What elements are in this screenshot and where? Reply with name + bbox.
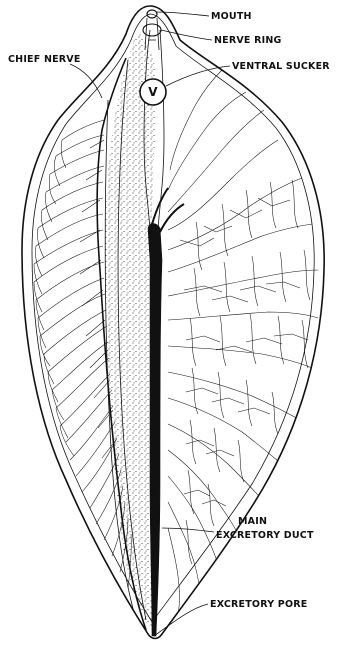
label-excretory-pore: EXCRETORY PORE	[210, 599, 307, 610]
label-main-duct-line1: MAIN	[238, 516, 267, 527]
label-main-duct-line2: EXCRETORY DUCT	[216, 530, 314, 541]
ventral-sucker-letter: V	[148, 85, 158, 99]
label-mouth: MOUTH	[211, 11, 252, 22]
main-duct-leader	[162, 528, 214, 532]
chief-nerve-leader	[70, 64, 102, 98]
label-nerve-ring: NERVE RING	[214, 35, 282, 46]
nerve-ring-leader	[161, 30, 212, 40]
label-chief-nerve: CHIEF NERVE	[8, 54, 81, 65]
label-ventral-sucker: VENTRAL SUCKER	[232, 61, 330, 72]
body-outline	[22, 6, 324, 639]
